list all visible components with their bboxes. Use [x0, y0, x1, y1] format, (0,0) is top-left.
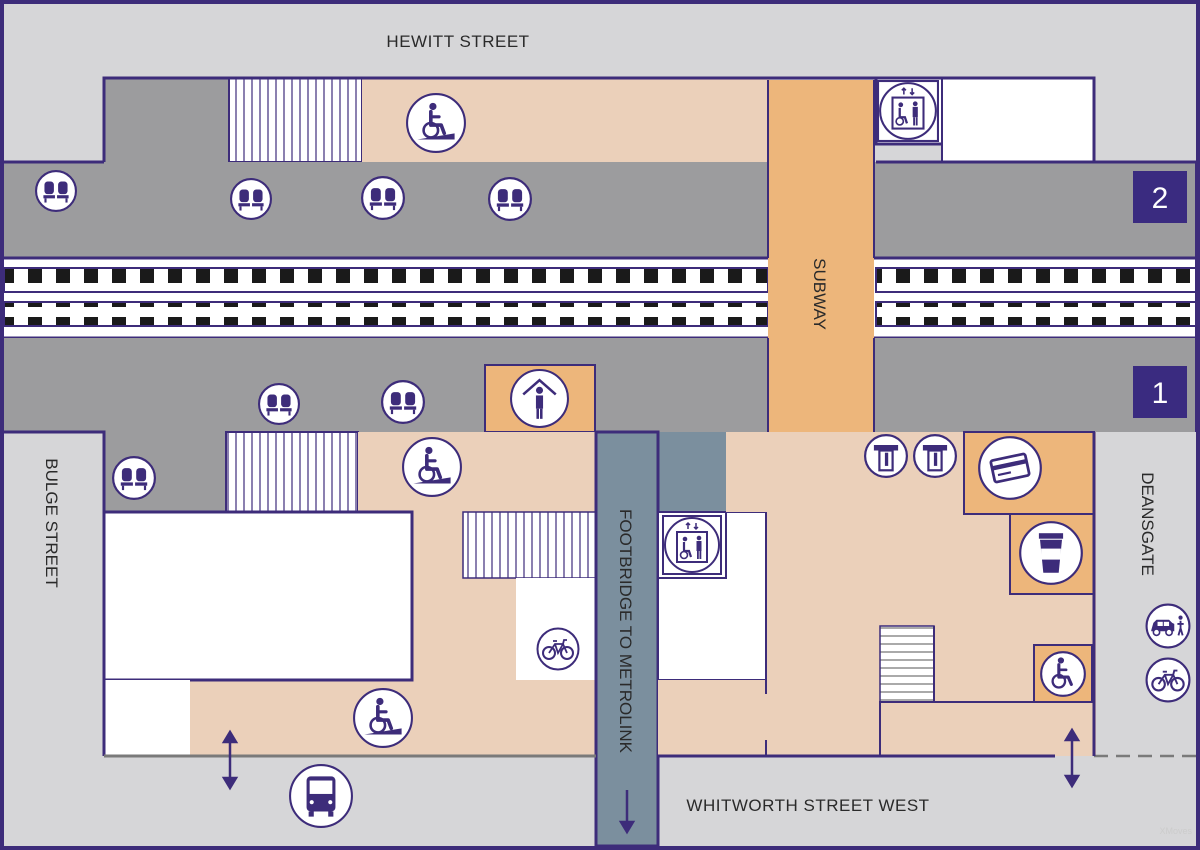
- street-label-south: WHITWORTH STREET WEST: [686, 796, 929, 815]
- building-north-east: [941, 77, 1095, 163]
- platform-1: [4, 338, 1198, 432]
- seat-icon: [488, 177, 532, 221]
- taxi-drop-off-icon: [1145, 603, 1191, 649]
- street-label-west: BULGE STREET: [42, 458, 61, 587]
- ramp-area-platform-1: [358, 432, 596, 514]
- concourse-south-centre: [658, 680, 766, 756]
- seat-icon: [230, 178, 272, 220]
- entrance-arrow-icon: [221, 729, 239, 791]
- lift-icon: [877, 80, 939, 142]
- bicycle-icon: [536, 627, 580, 671]
- subway: [768, 80, 874, 432]
- card-payment-icon: [977, 435, 1043, 501]
- platform-2-west-ramp: [104, 78, 229, 178]
- seat-icon: [258, 383, 300, 425]
- stairs-platform-1: [225, 431, 359, 513]
- stairs-footbridge: [462, 511, 597, 579]
- lift-icon: [662, 515, 722, 575]
- bus-icon: [289, 764, 353, 828]
- waiting-shelter-icon: [509, 368, 570, 429]
- entrance-arrow-icon: [1063, 727, 1081, 789]
- watermark: XMoves: [1159, 826, 1192, 836]
- building-south-west: [102, 510, 414, 682]
- seat-icon: [381, 380, 425, 424]
- ticket-machine-icon: [864, 434, 908, 478]
- platform-2-badge: [1133, 171, 1187, 223]
- track-upper-east: [875, 267, 1199, 293]
- coffee-icon: [1019, 521, 1083, 585]
- stairs-platform-2: [228, 77, 363, 163]
- wheelchair-ramp-icon: [352, 687, 414, 749]
- footbridge-label: FOOTBRIDGE TO METROLINK: [616, 509, 635, 754]
- seat-icon: [361, 176, 405, 220]
- track-lower-east: [875, 301, 1199, 327]
- street-label-north: HEWITT STREET: [386, 32, 529, 51]
- street-label-east: DEANSGATE: [1138, 472, 1157, 576]
- platform-1-badge: [1133, 366, 1187, 418]
- bicycle-icon: [1145, 657, 1191, 703]
- platform-2-number: 2: [1152, 182, 1169, 215]
- track-upper-west: [3, 267, 769, 293]
- seat-icon: [112, 456, 156, 500]
- platform-2: [4, 162, 1198, 258]
- ticket-machine-icon: [913, 434, 957, 478]
- subway-label: SUBWAY: [810, 258, 829, 330]
- stairs-east: [879, 625, 935, 703]
- wheelchair-ramp-icon: [401, 436, 463, 498]
- exit-arrow-icon: [618, 790, 636, 835]
- seat-icon: [35, 170, 77, 212]
- wheelchair-icon: [1037, 648, 1089, 700]
- building-corner: [104, 680, 190, 756]
- platform-1-number: 1: [1152, 377, 1169, 410]
- track-lower-west: [3, 301, 769, 327]
- wheelchair-ramp-icon: [405, 92, 467, 154]
